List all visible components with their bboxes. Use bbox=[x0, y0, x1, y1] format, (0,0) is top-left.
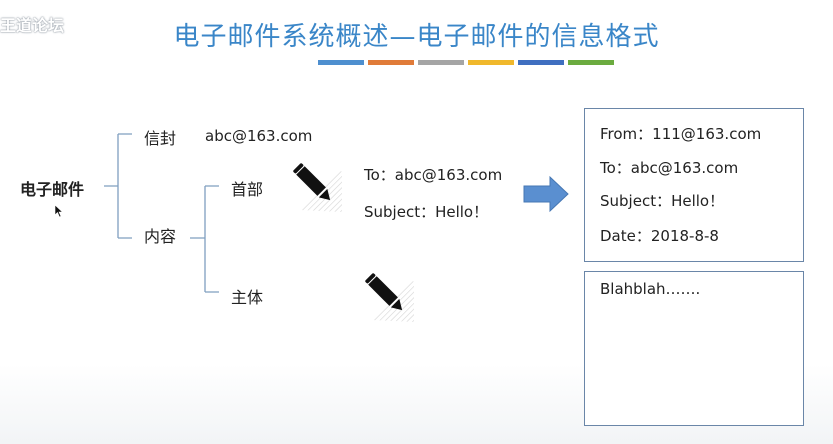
message-header-card: From：111@163.com To：abc@163.com Subject：… bbox=[584, 108, 804, 262]
message-body-card: Blahblah……. bbox=[584, 271, 804, 426]
watermark-logo-icon bbox=[74, 13, 144, 35]
card-date-field: Date：2018-8-8 bbox=[600, 227, 719, 245]
tree-root-label: 电子邮件 bbox=[20, 180, 85, 199]
watermark: 王道论坛 bbox=[0, 6, 146, 42]
envelope-label: 信封 bbox=[144, 129, 177, 148]
title-color-bar bbox=[318, 60, 614, 65]
card-from-field: From：111@163.com bbox=[600, 125, 762, 143]
page-title: 电子邮件系统概述—电子邮件的信息格式 bbox=[173, 22, 660, 52]
color-bar-segment bbox=[468, 60, 514, 65]
content-label: 内容 bbox=[144, 227, 177, 246]
pencil-icon bbox=[293, 163, 342, 212]
color-bar-segment bbox=[318, 60, 364, 65]
mouse-cursor-icon bbox=[54, 204, 64, 218]
color-bar-segment bbox=[568, 60, 614, 65]
header-subject-field: Subject：Hello！ bbox=[364, 203, 489, 221]
pencil-icon bbox=[365, 273, 414, 322]
right-arrow-icon bbox=[523, 175, 569, 213]
envelope-value: abc@163.com bbox=[205, 127, 313, 145]
color-bar-segment bbox=[418, 60, 464, 65]
header-label: 首部 bbox=[231, 180, 264, 199]
color-bar-segment bbox=[368, 60, 414, 65]
color-bar-segment bbox=[518, 60, 564, 65]
card-body-text: Blahblah……. bbox=[600, 280, 701, 298]
body-label: 主体 bbox=[231, 288, 264, 307]
card-to-field: To：abc@163.com bbox=[600, 159, 739, 177]
watermark-text: 王道论坛 bbox=[0, 16, 65, 35]
card-subject-field: Subject：Hello！ bbox=[600, 192, 725, 210]
header-to-field: To：abc@163.com bbox=[364, 166, 503, 184]
